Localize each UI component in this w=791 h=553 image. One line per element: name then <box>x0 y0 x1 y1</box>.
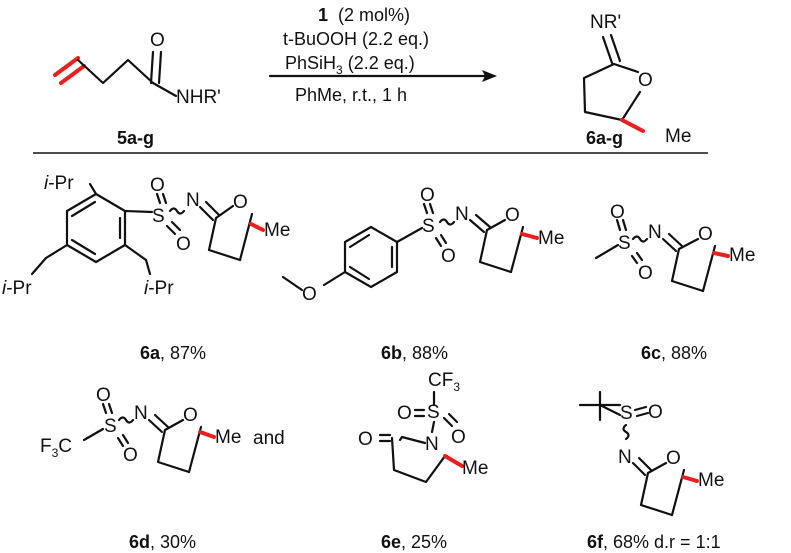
compound-6e-yield: , 25% <box>401 532 447 552</box>
ipr-6a-top-rest: -Pr <box>48 173 74 194</box>
compound-6c-yield: , 88% <box>661 343 707 363</box>
compound-6e-id: 6e <box>381 532 401 552</box>
o-6a-bottom: O <box>176 234 191 255</box>
svg-text:6d, 30%: 6d, 30% <box>129 532 196 552</box>
catalyst-id: 1 <box>318 5 328 25</box>
svg-text:6f, 68% d.r = 1:1: 6f, 68% d.r = 1:1 <box>587 532 721 552</box>
compound-6a-id: 6a <box>140 343 161 363</box>
cf3-sub: 3 <box>453 380 460 394</box>
svg-text:6a, 87%: 6a, 87% <box>140 343 206 363</box>
ipr-6a-top-i: i <box>44 173 49 194</box>
me-6e: Me <box>462 458 488 479</box>
o-6f-ring: O <box>666 448 681 469</box>
o-6a-ring: O <box>233 192 248 213</box>
o-6b-top: O <box>420 185 435 206</box>
compound-6e-structure: CF3 S O O N O Me <box>358 370 488 484</box>
product-imine: NR' <box>590 12 621 33</box>
o-6c-ring: O <box>698 224 713 245</box>
o-6b-ring: O <box>505 205 520 226</box>
reaction-arrow-head <box>482 70 497 82</box>
f3c-f: F <box>40 436 52 457</box>
svg-text:i-Pr: i-Pr <box>144 278 174 299</box>
compound-6a-structure: i-Pr i-Pr i-Pr S O O N O Me <box>2 173 290 299</box>
product-label: 6a-g <box>586 128 623 148</box>
substrate-amide-nh: NHR' <box>176 87 221 108</box>
oxidant-label: t-BuOOH (2.2 eq.) <box>283 29 429 49</box>
s-6e: S <box>427 402 440 423</box>
silane-suffix: (2.2 eq.) <box>343 53 415 73</box>
n-6f: N <box>618 447 632 468</box>
compound-6d-structure: F3C S O O N O Me and <box>40 385 285 474</box>
reaction-conditions: 1 (2 mol%) t-BuOOH (2.2 eq.) PhSiH3 (2.2… <box>268 5 497 105</box>
silane-sub: 3 <box>336 63 343 77</box>
product-structure: NR' O Me <box>582 12 691 147</box>
ipr-6a-left-rest: -Pr <box>6 278 32 299</box>
compound-6f-structure: S O N O Me <box>578 390 724 517</box>
s-6f: S <box>620 403 633 424</box>
svg-text:F3C: F3C <box>40 436 72 460</box>
compound-6d-id: 6d <box>129 532 150 552</box>
product-me: Me <box>665 126 691 147</box>
substrate-label: 5a-g <box>117 128 154 148</box>
f3c-sub: 3 <box>52 446 59 460</box>
o-6d-top: O <box>96 385 111 406</box>
o-6d-bottom: O <box>123 445 138 466</box>
ipr-6a-right-rest: -Pr <box>148 278 174 299</box>
n-6d: N <box>134 403 148 424</box>
svg-text:i-Pr: i-Pr <box>44 173 74 194</box>
o-6f-sulfinyl: O <box>648 402 663 423</box>
compound-6f-id: 6f <box>587 532 604 552</box>
substrate-carbonyl-o: O <box>150 30 165 51</box>
o-6e-carbonyl: O <box>358 429 373 450</box>
o-6b-methoxy: O <box>302 284 317 305</box>
cf3-cf: CF <box>428 370 453 391</box>
compound-6d-yield: , 30% <box>150 532 196 552</box>
n-6c: N <box>648 222 662 243</box>
o-6b-bottom: O <box>441 246 456 267</box>
f3c-c: C <box>58 436 72 457</box>
me-6b: Me <box>538 228 564 249</box>
n-6e: N <box>425 434 439 455</box>
compound-6b-structure: O S O O N O Me <box>281 185 564 305</box>
svg-text:1 (2 mol%): 1 (2 mol%) <box>318 5 410 25</box>
compound-6f-yield: , 68% d.r = 1:1 <box>603 532 721 552</box>
o-6a-top: O <box>150 175 165 196</box>
s-6b: S <box>422 216 435 237</box>
svg-text:i-Pr: i-Pr <box>2 278 32 299</box>
s-6d: S <box>104 416 117 437</box>
product-ring-o: O <box>638 70 653 91</box>
o-6d-ring: O <box>183 405 198 426</box>
o-6c-bottom: O <box>638 263 653 284</box>
me-6c: Me <box>729 245 755 266</box>
solvent-label: PhMe, r.t., 1 h <box>295 85 407 105</box>
svg-text:6b, 88%: 6b, 88% <box>381 343 448 363</box>
compound-6b-id: 6b <box>381 343 402 363</box>
svg-text:6c, 88%: 6c, 88% <box>641 343 707 363</box>
n-6a: N <box>186 190 200 211</box>
me-6d: Me <box>215 427 241 448</box>
o-6e-sulfonyl-right: O <box>451 427 466 448</box>
o-6c-top: O <box>610 202 625 223</box>
substrate-structure: O NHR' <box>53 30 221 108</box>
catalyst-amount: (2 mol%) <box>338 5 410 25</box>
compound-6a-yield: , 87% <box>160 343 206 363</box>
compound-6c-id: 6c <box>641 343 661 363</box>
n-6b: N <box>455 204 469 225</box>
ipr-6a-right-i: i <box>144 278 149 299</box>
s-6a: S <box>152 206 165 227</box>
o-6e-sulfonyl-left: O <box>397 403 412 424</box>
compound-6c-structure: S O O N O Me <box>594 202 755 293</box>
compound-6b-yield: , 88% <box>402 343 448 363</box>
svg-text:6e, 25%: 6e, 25% <box>381 532 447 552</box>
silane-prefix: PhSiH <box>285 53 336 73</box>
s-6c: S <box>618 233 631 254</box>
and-text: and <box>253 428 285 449</box>
me-6f: Me <box>698 470 724 491</box>
ipr-6a-left-i: i <box>2 278 7 299</box>
svg-text:CF3: CF3 <box>428 370 460 394</box>
svg-text:PhSiH3 (2.2 eq.): PhSiH3 (2.2 eq.) <box>285 53 415 77</box>
me-6a: Me <box>264 220 290 241</box>
